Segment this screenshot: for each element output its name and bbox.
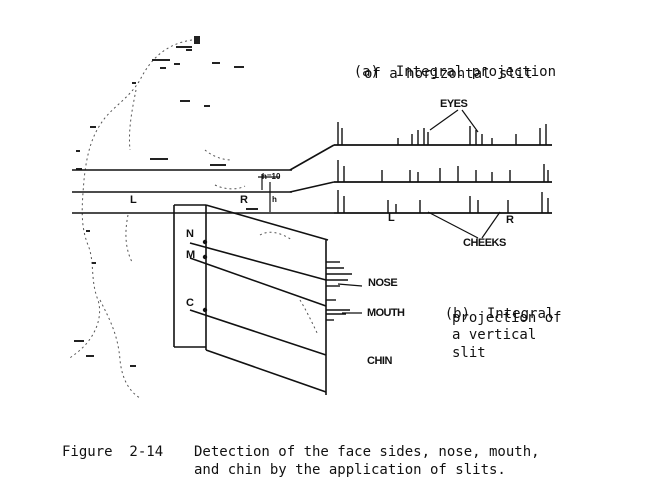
label-n: N [186,228,194,240]
label-nose: NOSE [368,277,398,289]
label-h: h [272,195,277,204]
label-cheeks: CHEEKS [463,237,506,249]
part-b-line1: Integral [486,306,555,322]
part-b-tag: (b) [444,306,471,322]
label-c: C [186,297,194,309]
label-chin: CHIN [367,355,392,367]
head-speckle [74,36,258,367]
slit-width-markers [258,174,280,212]
slit-points [202,239,208,313]
part-b-caption: (b) Integral [411,293,555,335]
part-b-line3: a vertical [452,327,537,343]
label-right-side: R [240,194,248,206]
label-eyes: EYES [440,98,468,110]
annotation-pointers [337,109,501,314]
projection-b-histogram [326,261,352,321]
vertical-slit [173,204,329,395]
part-a-line1: Integral projection [395,64,557,80]
part-a-line2: of a horizontal slit [364,66,533,82]
figure-caption-line2: and chin by the application of slits. [194,462,506,478]
face-outline [69,39,319,399]
part-b-line4: slit [452,345,486,361]
figure-caption-line1: Detection of the face sides, nose, mouth… [194,444,540,460]
projection-a-lines [334,144,552,214]
label-left-side: L [130,194,137,206]
label-slit-width: h=10 [262,172,281,181]
part-a-caption: (a) Integral projection [320,51,556,93]
label-proj-right: R [506,214,514,226]
horizontal-slit [72,144,335,214]
figure-number: Figure 2-14 [62,444,164,460]
label-proj-left: L [388,212,395,224]
label-mouth: MOUTH [367,307,405,319]
projection-a-histogram [337,122,549,213]
label-m: M [186,249,196,261]
part-a-tag: (a) [353,64,380,80]
part-b-line2: projection of [452,310,562,326]
